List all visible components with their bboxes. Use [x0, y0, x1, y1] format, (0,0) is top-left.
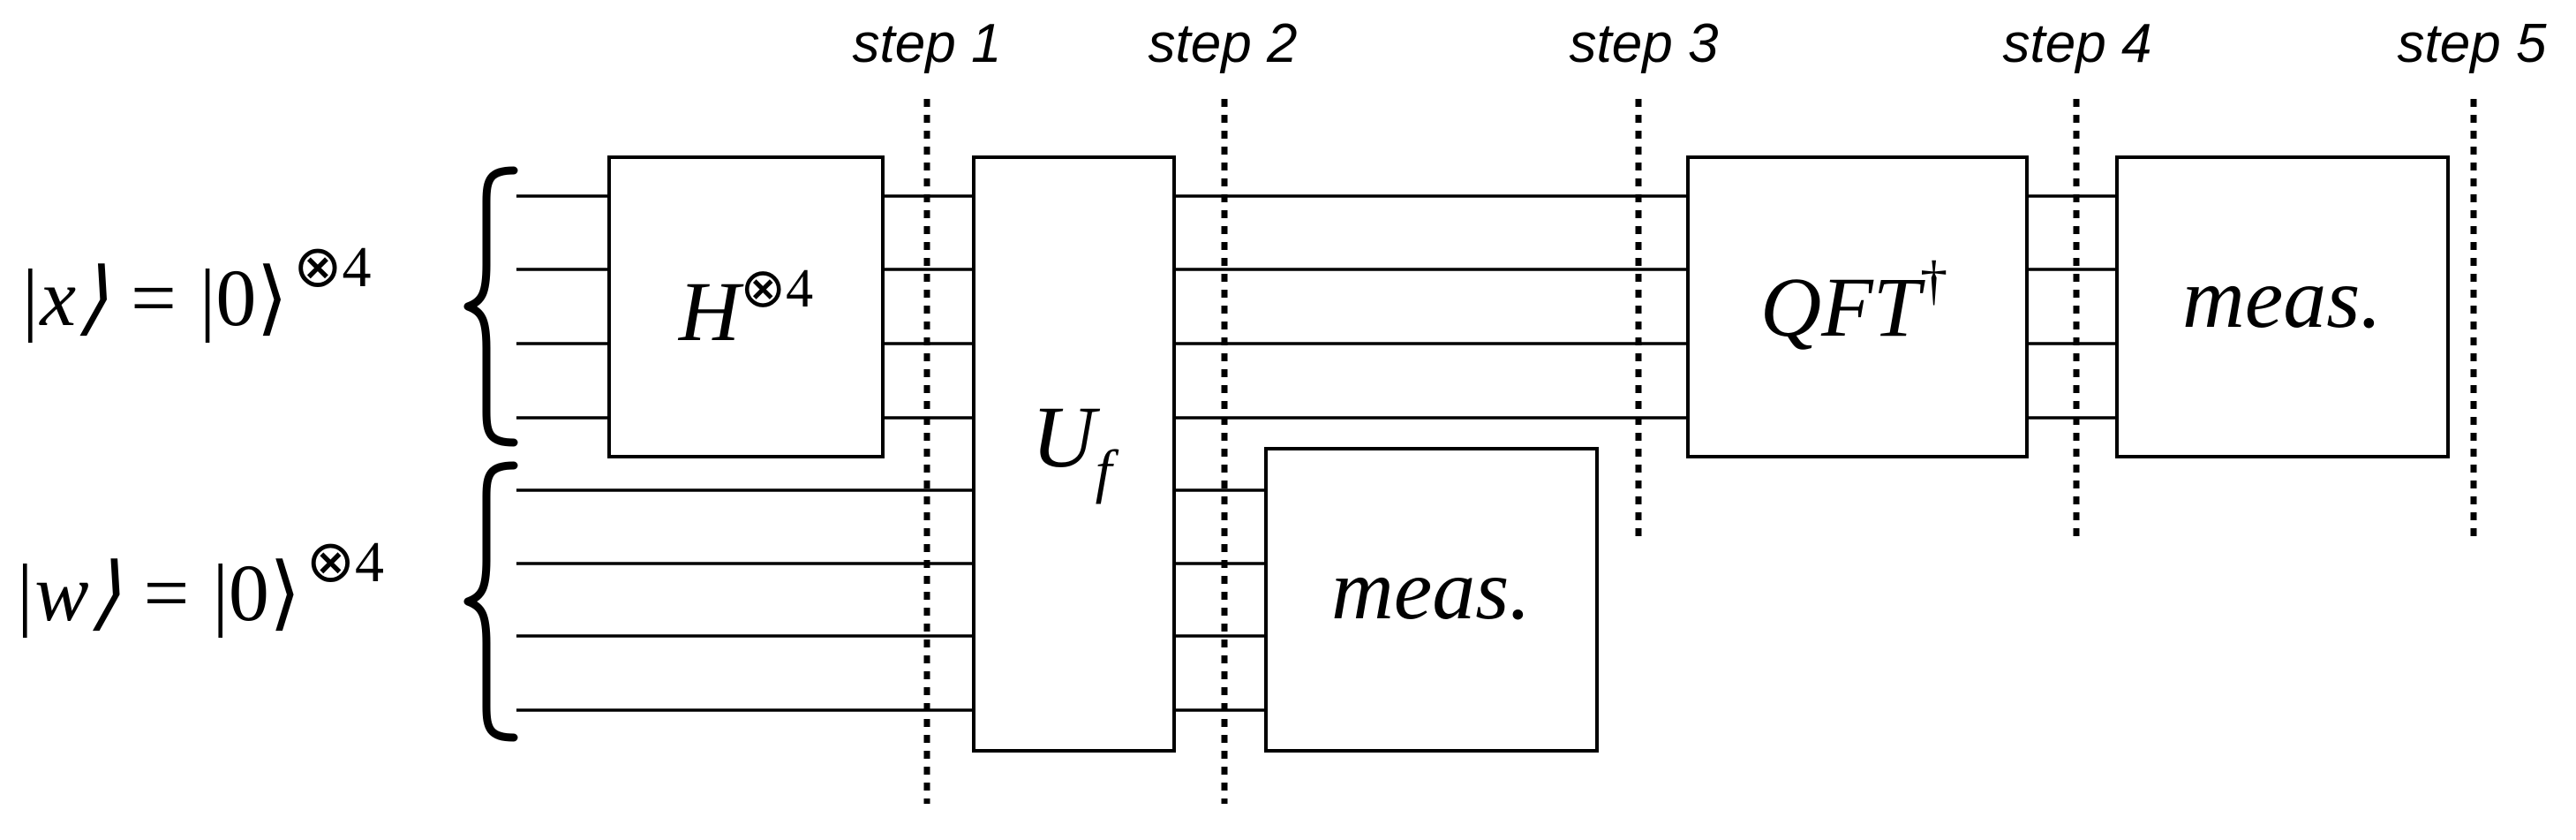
measure-x-gate: meas.	[2115, 155, 2450, 458]
step-1-label: step 1	[853, 13, 1002, 74]
oracle-gate: Uf	[972, 155, 1176, 753]
qft-dagger-gate: QFT†	[1686, 155, 2029, 458]
measure-w-gate-label: meas.	[1331, 542, 1531, 638]
step-5-label: step 5	[2398, 13, 2547, 74]
measure-x-gate-box	[2115, 155, 2450, 458]
hadamard-gate-box	[607, 155, 885, 458]
step-3-label: step 3	[1570, 13, 1719, 74]
hadamard-gate-label: H⊗4	[677, 259, 813, 359]
w-register-brace	[463, 461, 518, 742]
measure-w-gate-box	[1264, 447, 1599, 753]
qft-dagger-gate-label: QFT†	[1760, 251, 1947, 354]
w-register-label: |w⟩=|0⟩⊗4	[12, 530, 384, 638]
step-2-label: step 2	[1149, 13, 1298, 74]
step-separators	[923, 99, 2477, 804]
x-register-label: |x⟩=|0⟩⊗4	[18, 235, 372, 343]
qft-dagger-gate-box	[1686, 155, 2029, 458]
x-register-wires	[516, 194, 2117, 420]
hadamard-gate: H⊗4	[607, 155, 885, 458]
step-labels: step 1 step 2 step 3 step 4 step 5	[853, 13, 2547, 74]
oracle-gate-box	[972, 155, 1176, 753]
step-4-label: step 4	[2003, 13, 2152, 74]
x-register-brace	[463, 166, 518, 447]
w-register-wires	[516, 488, 1266, 712]
measure-w-gate: meas.	[1264, 447, 1599, 753]
measure-x-gate-label: meas.	[2182, 251, 2382, 346]
